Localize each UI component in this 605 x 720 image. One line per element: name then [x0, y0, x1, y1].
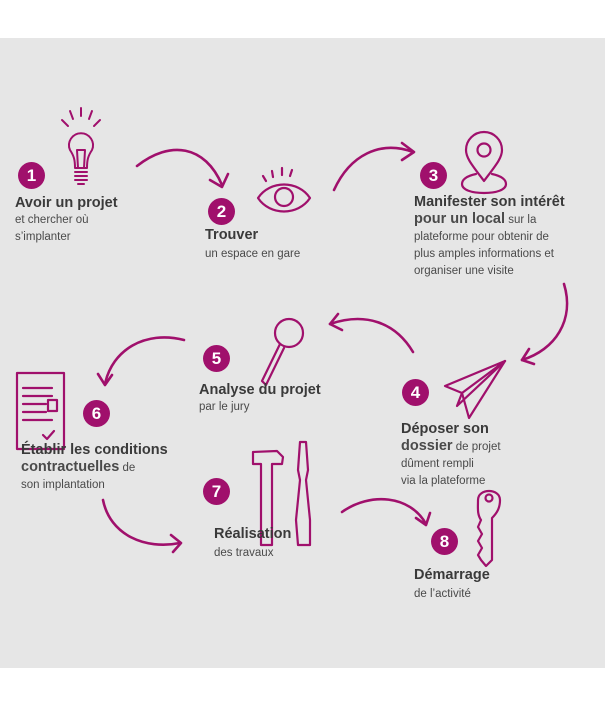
lightbulb-icon: [61, 107, 101, 185]
step-number-badge-7: 7: [203, 478, 230, 505]
step-4-text: Déposer son dossier de projet dûment rem…: [401, 421, 501, 490]
paper-plane-icon: [443, 359, 507, 420]
step-description: des travaux: [214, 547, 274, 559]
step-2-text: Trouver un espace en gare: [205, 227, 300, 263]
step-description: dûment rempli: [401, 458, 474, 470]
step-title: Avoir un projet: [15, 195, 118, 211]
background-band: [0, 38, 605, 668]
step-title: Déposer son: [401, 421, 489, 437]
step-description: par le jury: [199, 401, 250, 413]
arrow-5-to-6: [96, 336, 186, 387]
arrow-7-to-8: [340, 497, 432, 527]
step-title-cont: contractuelles: [21, 459, 120, 475]
step-description: son implantation: [21, 479, 105, 491]
step-title: Trouver: [205, 227, 259, 243]
step-8-text: Démarrage de l’activité: [414, 567, 490, 603]
step-number-badge-1: 1: [18, 162, 45, 189]
key-icon: [476, 489, 502, 568]
step-number-badge-3: 3: [420, 162, 447, 189]
step-title: Établir les conditions: [21, 442, 168, 458]
step-description: organiser une visite: [414, 265, 514, 277]
step-number-badge-2: 2: [208, 198, 235, 225]
step-title: Manifester son intérêt: [414, 194, 565, 210]
step-description: de l’activité: [414, 588, 471, 600]
step-description: et chercher où: [15, 214, 89, 226]
arrow-2-to-3: [332, 141, 416, 192]
arrow-1-to-2: [135, 148, 230, 189]
arrow-4-to-5: [328, 312, 415, 354]
step-description: plateforme pour obtenir de: [414, 231, 549, 243]
step-3-text: Manifester son intérêt pour un local sur…: [414, 194, 565, 280]
tools-icon: [251, 440, 312, 547]
step-title: Réalisation: [214, 526, 292, 542]
step-7-text: Réalisation des travaux: [214, 526, 291, 562]
magnifier-icon: [260, 317, 305, 387]
step-number-badge-4: 4: [402, 379, 429, 406]
map-pin-icon: [460, 130, 508, 195]
step-description: de projet: [452, 441, 501, 453]
step-title-cont: pour un local: [414, 211, 506, 227]
step-description: de: [119, 462, 136, 474]
step-description: sur la: [505, 214, 537, 226]
step-number-badge-6: 6: [83, 400, 110, 427]
step-description: plus amples informations et: [414, 248, 554, 260]
step-number-badge-8: 8: [431, 528, 458, 555]
step-description: via la plateforme: [401, 475, 486, 487]
step-title: Analyse du projet: [199, 382, 321, 398]
arrow-6-to-7: [101, 498, 183, 554]
step-description: un espace en gare: [205, 248, 301, 260]
step-1-text: Avoir un projet et chercher où s’implant…: [15, 195, 118, 246]
contract-document-icon: [15, 371, 66, 451]
step-title: Démarrage: [414, 567, 490, 583]
eye-icon: [256, 166, 312, 213]
step-5-text: Analyse du projet par le jury: [199, 382, 321, 416]
step-number-badge-5: 5: [203, 345, 230, 372]
step-6-text: Établir les conditions contractuelles de…: [21, 442, 168, 494]
step-description: s’implanter: [15, 231, 71, 243]
step-title-cont: dossier: [401, 438, 453, 454]
arrow-3-to-4: [520, 282, 569, 366]
